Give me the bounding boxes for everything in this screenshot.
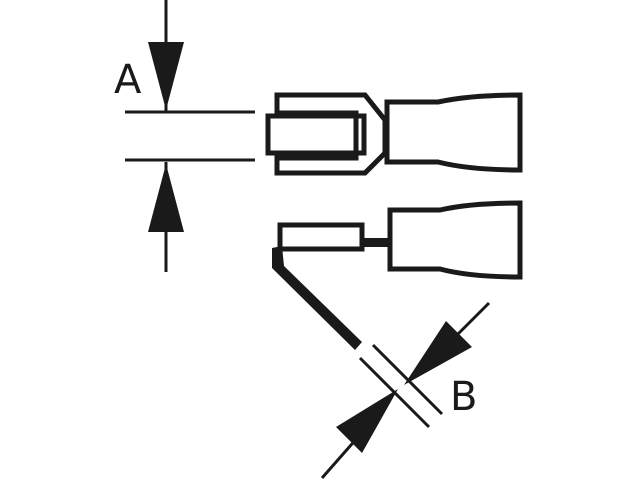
dimension-b-arrow-upper xyxy=(404,321,472,385)
insulation-sleeve-side xyxy=(387,200,523,280)
crimp-neck-side xyxy=(362,238,390,247)
dimension-a-label: A xyxy=(114,57,142,103)
receptacle-body-side xyxy=(277,222,365,252)
dimension-b-extension-upper xyxy=(371,343,444,416)
angled-tab-side xyxy=(272,246,362,350)
insulation-sleeve-top xyxy=(384,92,523,173)
receptacle-body-top xyxy=(274,92,388,176)
dimension-b: B xyxy=(320,301,491,479)
terminal-top-view xyxy=(265,92,523,176)
dimension-b-arrow-lower xyxy=(336,389,398,453)
dimension-b-label: B xyxy=(450,374,477,420)
tab-top xyxy=(265,113,367,156)
dimension-a-arrow-down xyxy=(148,42,184,110)
dimension-a: A xyxy=(114,0,255,272)
terminal-side-view xyxy=(272,200,523,350)
dimension-a-arrow-up xyxy=(148,164,184,232)
